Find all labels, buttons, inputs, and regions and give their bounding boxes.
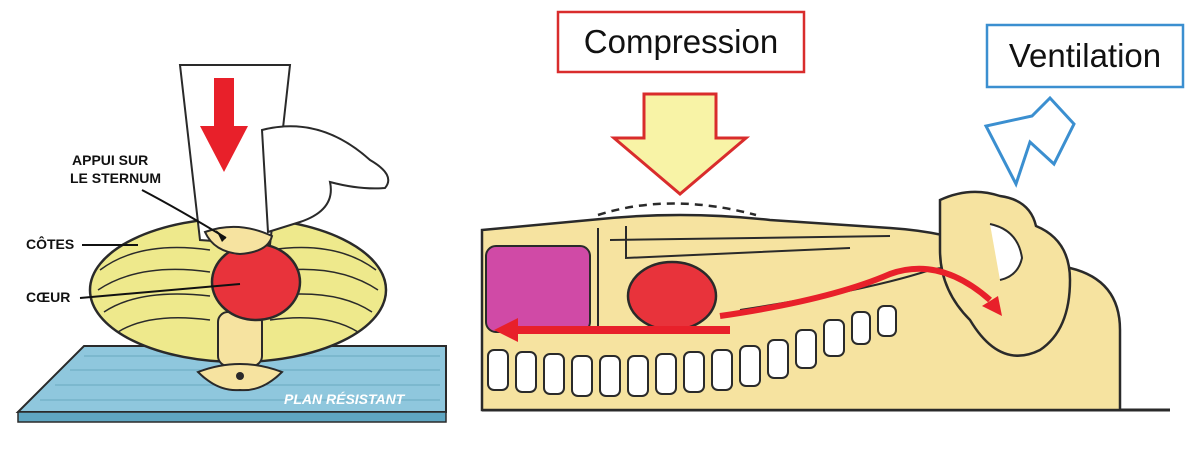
plan-resistant-label: PLAN RÉSISTANT <box>284 391 406 407</box>
heart-side <box>628 262 716 330</box>
compression-box: Compression <box>558 12 804 72</box>
supine-body-figure: Compression Ventilation <box>470 0 1199 455</box>
ventilation-box: Ventilation <box>987 25 1183 87</box>
heart <box>212 244 300 320</box>
cotes-label: CÔTES <box>26 235 74 252</box>
appui-label-line-1: APPUI SUR <box>72 152 148 168</box>
rescuer-hands <box>180 65 388 254</box>
abdomen-organ <box>486 246 590 332</box>
compression-arrow <box>614 94 746 194</box>
appui-label-line-2: LE STERNUM <box>70 170 161 186</box>
ventilation-label: Ventilation <box>1009 37 1161 74</box>
compression-label: Compression <box>584 23 778 60</box>
coeur-label: CŒUR <box>26 289 70 305</box>
ventilation-arrow <box>986 98 1074 184</box>
chest-rise-dashed-line <box>598 204 756 216</box>
cpr-cross-section-figure: PLAN RÉSISTANT APPUI SUR LE STERNU <box>0 0 460 455</box>
